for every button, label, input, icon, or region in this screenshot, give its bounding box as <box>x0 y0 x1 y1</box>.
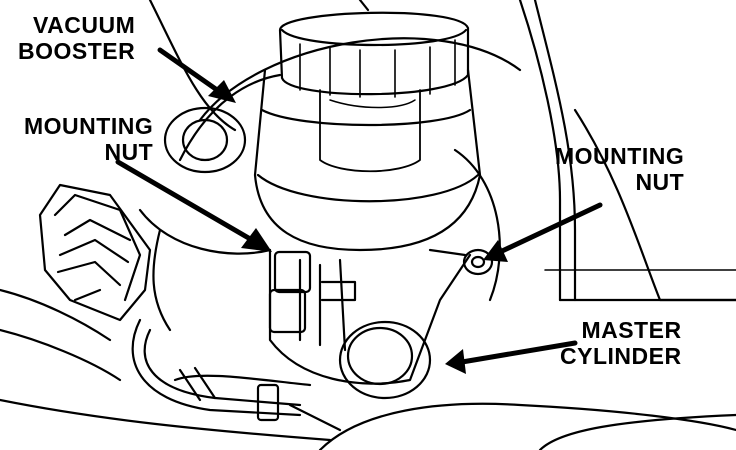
label-mounting-nut-left: MOUNTING NUT <box>24 113 153 165</box>
firewall-panel <box>148 0 736 302</box>
master-cylinder-body <box>268 248 494 400</box>
arrowhead-vacuum-booster <box>208 80 236 103</box>
brake-lines <box>0 318 342 442</box>
label-mounting-nut-right-line2: NUT <box>635 169 685 195</box>
wiring-connector <box>0 183 152 382</box>
label-vacuum-booster-line2: BOOSTER <box>18 38 136 64</box>
label-mounting-nut-left-line1: MOUNTING <box>24 113 154 139</box>
label-mounting-nut-right-line1: MOUNTING <box>555 143 685 169</box>
arrowhead-master-cylinder <box>445 349 466 374</box>
label-mounting-nut-left-line2: NUT <box>104 139 154 165</box>
leader-arrows <box>115 47 603 365</box>
label-vacuum-booster-line1: VACUUM <box>33 12 136 38</box>
label-master-cylinder-line1: MASTER <box>581 317 682 343</box>
label-mounting-nut-right: MOUNTING NUT <box>555 143 684 195</box>
label-master-cylinder: MASTER CYLINDER <box>560 317 682 369</box>
arrowhead-mounting-nut-right <box>483 240 508 262</box>
arrowhead-mounting-nut-left <box>241 228 272 252</box>
fluid-reservoir <box>253 11 482 252</box>
label-vacuum-booster: VACUUM BOOSTER <box>18 12 135 64</box>
lower-panel <box>318 402 736 450</box>
label-master-cylinder-line2: CYLINDER <box>560 343 682 369</box>
